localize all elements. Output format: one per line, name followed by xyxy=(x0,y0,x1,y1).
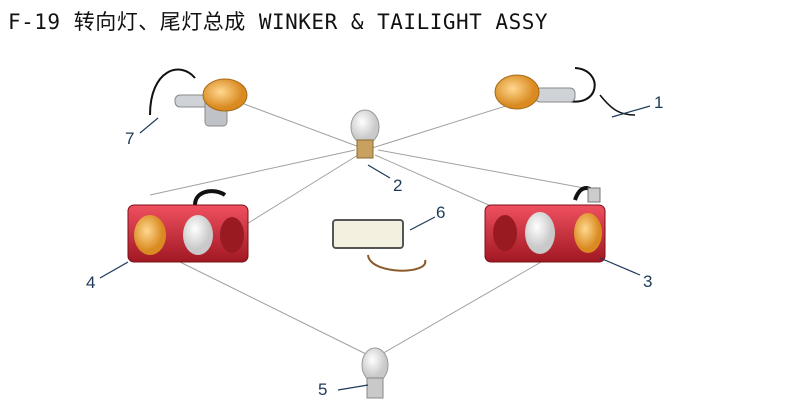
winker-1 xyxy=(494,67,636,116)
callout-leaders xyxy=(99,105,651,391)
winker-7 xyxy=(149,68,248,127)
tail-light-4 xyxy=(127,189,249,263)
callout-2: 2 xyxy=(393,176,403,195)
callout-7: 7 xyxy=(125,129,135,148)
callout-5: 5 xyxy=(318,380,328,399)
tail-light-3 xyxy=(484,186,606,263)
bulb-2 xyxy=(350,109,380,159)
bulb-5 xyxy=(361,347,389,399)
license-light-6 xyxy=(332,219,427,272)
callout-3: 3 xyxy=(643,272,653,291)
callout-1: 1 xyxy=(654,93,664,112)
callout-6: 6 xyxy=(436,203,446,222)
callout-4: 4 xyxy=(86,273,96,292)
diagram-title: F-19 转向灯、尾灯总成 WINKER & TAILIGHT ASSY xyxy=(8,10,549,34)
